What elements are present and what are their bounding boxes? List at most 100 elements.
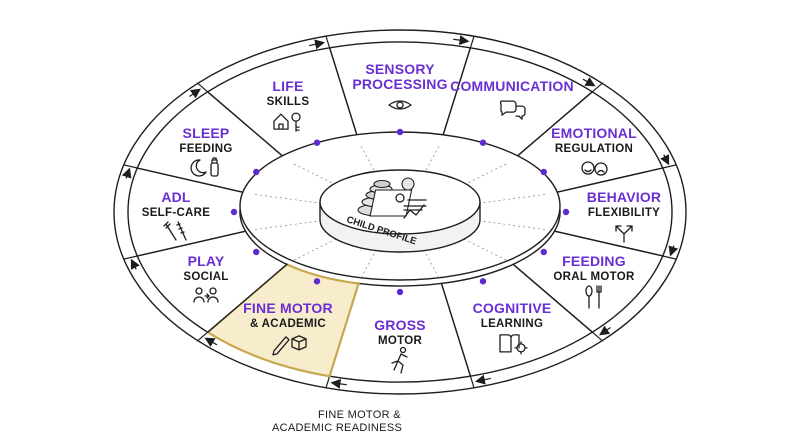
eye-icon bbox=[388, 100, 412, 110]
band-arrow bbox=[309, 39, 326, 50]
label-emotional: EMOTIONAL REGULATION bbox=[551, 125, 637, 155]
band-divider bbox=[662, 164, 677, 169]
people-icon bbox=[193, 287, 219, 303]
caption-line-2: ACADEMIC READINESS bbox=[272, 422, 402, 434]
label-main: GROSS bbox=[374, 317, 426, 333]
band-arrow bbox=[453, 35, 470, 46]
connector-dot bbox=[562, 208, 570, 216]
toothbrush-comb-icon bbox=[163, 221, 187, 241]
spoke bbox=[483, 193, 545, 204]
band-arrow bbox=[204, 337, 218, 347]
connector-dot bbox=[313, 278, 321, 285]
label-feeding: FEEDING ORAL MOTOR bbox=[553, 253, 635, 283]
pencil-cube-icon bbox=[272, 335, 307, 356]
label-sub: LEARNING bbox=[481, 318, 543, 330]
segment-icons bbox=[163, 100, 633, 374]
band-arrow bbox=[599, 325, 611, 336]
dotted-spokes bbox=[255, 146, 545, 278]
band-arrow bbox=[189, 88, 201, 99]
band-arrow bbox=[121, 167, 132, 179]
label-play: PLAY SOCIAL bbox=[183, 253, 228, 283]
connector-dot bbox=[253, 248, 260, 256]
label-sub: REGULATION bbox=[555, 143, 633, 155]
spoke bbox=[483, 220, 545, 231]
band-arrow bbox=[668, 245, 679, 257]
band-arrow bbox=[660, 154, 670, 166]
spoke bbox=[293, 237, 340, 261]
label-main: FINE MOTOR bbox=[243, 300, 333, 316]
spoke bbox=[460, 237, 507, 261]
faces-icon bbox=[581, 161, 608, 176]
label-main: FEEDING bbox=[562, 253, 626, 269]
label-main: LIFE bbox=[272, 78, 303, 94]
label-main: COGNITIVE bbox=[473, 300, 552, 316]
label-main-2: PROCESSING bbox=[352, 76, 447, 92]
running-person-icon bbox=[391, 346, 408, 374]
profile-card-icon bbox=[369, 189, 427, 219]
label-fine: FINE MOTOR & ACADEMIC bbox=[243, 300, 333, 330]
label-sub: SKILLS bbox=[267, 96, 310, 108]
band-arrow bbox=[474, 374, 491, 385]
spoke bbox=[360, 246, 379, 278]
connector-dot bbox=[230, 208, 238, 216]
split-arrow-icon bbox=[615, 225, 633, 243]
band-arrow bbox=[130, 258, 140, 270]
band-divider bbox=[123, 255, 138, 260]
spoke bbox=[360, 146, 379, 178]
caption-line-1: FINE MOTOR & bbox=[318, 409, 401, 421]
label-main: COMMUNICATION bbox=[450, 78, 574, 94]
connector-dot bbox=[479, 139, 487, 146]
label-sleep: SLEEP FEEDING bbox=[179, 125, 232, 155]
band-arrow bbox=[582, 77, 596, 87]
band-divider bbox=[123, 164, 138, 169]
spoon-fork-icon bbox=[585, 285, 602, 309]
band-divider bbox=[197, 331, 209, 342]
label-sub: & ACADEMIC bbox=[250, 318, 326, 330]
moon-bottle-icon bbox=[190, 157, 219, 177]
label-sub: SELF-CARE bbox=[142, 207, 211, 219]
label-cognitive: COGNITIVE LEARNING bbox=[473, 300, 552, 330]
book-gear-icon bbox=[499, 334, 528, 355]
band-divider bbox=[197, 82, 209, 93]
child-profile-puck: CHILD PROFILE bbox=[319, 169, 481, 253]
label-sub: FEEDING bbox=[179, 143, 232, 155]
label-sub: SOCIAL bbox=[183, 271, 228, 283]
band-divider bbox=[325, 376, 331, 388]
segment-ring bbox=[127, 41, 673, 383]
band-divider bbox=[662, 255, 677, 260]
label-sub: ORAL MOTOR bbox=[553, 271, 635, 283]
connector-dot bbox=[253, 168, 260, 176]
label-main: SENSORY bbox=[365, 61, 435, 77]
band-divider bbox=[469, 376, 475, 388]
band-divider bbox=[325, 36, 331, 48]
connector-dot bbox=[313, 139, 321, 146]
band-divider bbox=[591, 82, 603, 93]
label-gross: GROSS MOTOR bbox=[374, 317, 426, 347]
label-adl: ADL SELF-CARE bbox=[142, 189, 211, 219]
band-divider bbox=[469, 36, 475, 48]
band-divider bbox=[591, 331, 603, 342]
connector-dot bbox=[396, 288, 404, 296]
label-sub: MOTOR bbox=[378, 335, 422, 347]
band-arrow bbox=[330, 378, 347, 389]
connector-dot bbox=[540, 248, 547, 256]
speech-bubbles-icon bbox=[499, 100, 526, 120]
label-main: ADL bbox=[161, 189, 191, 205]
connector-dot bbox=[479, 278, 487, 285]
spoke bbox=[255, 220, 317, 231]
label-main: BEHAVIOR bbox=[587, 189, 661, 205]
spoke bbox=[255, 193, 317, 204]
label-main: PLAY bbox=[188, 253, 225, 269]
connector-dots bbox=[230, 128, 570, 296]
label-life: LIFE SKILLS bbox=[267, 78, 310, 108]
spoke bbox=[460, 163, 507, 187]
label-main: EMOTIONAL bbox=[551, 125, 637, 141]
connector-dot bbox=[540, 168, 547, 176]
label-main: SLEEP bbox=[183, 125, 230, 141]
house-key-icon bbox=[273, 112, 301, 132]
